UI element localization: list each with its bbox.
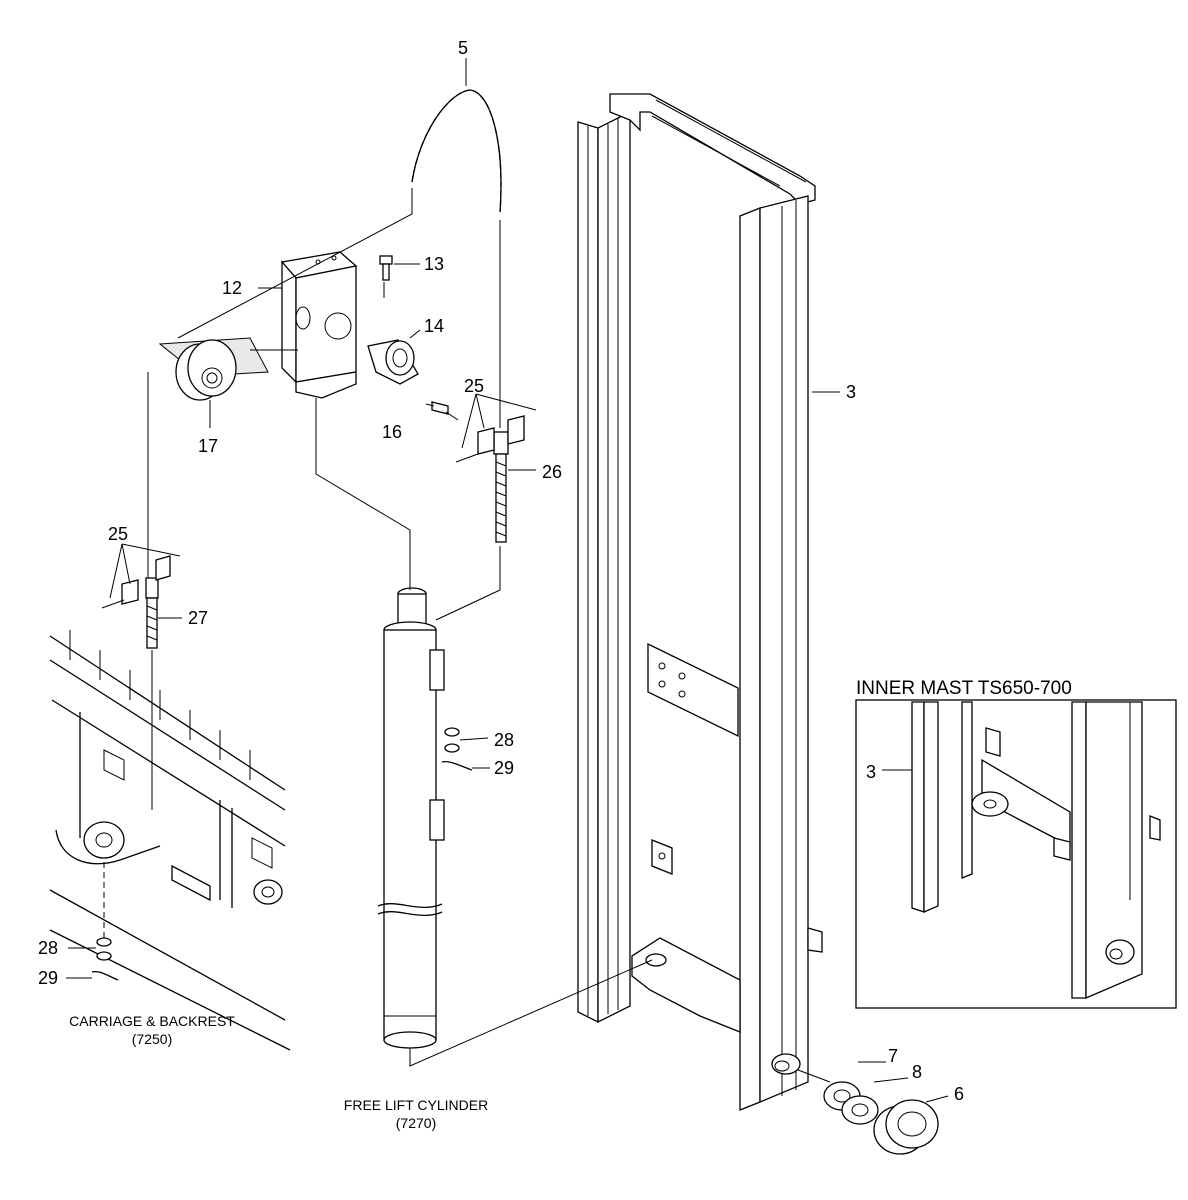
leader-lines [66, 58, 949, 1103]
callout-6: 6 [954, 1084, 964, 1104]
bolt-13 [379, 255, 393, 281]
bolt-16 [425, 401, 449, 415]
callout-29-upper: 29 [494, 758, 514, 778]
inset-title: INNER MAST TS650-700 [856, 678, 1072, 699]
callout-16: 16 [382, 422, 402, 442]
callout-12: 12 [222, 278, 242, 298]
callout-17: 17 [198, 436, 218, 456]
bearing-6 [873, 1099, 939, 1155]
callout-28-lower: 28 [38, 938, 58, 958]
carriage-caption-line2: (7250) [132, 1031, 172, 1047]
callout-14: 14 [424, 316, 444, 336]
callout-13: 13 [424, 254, 444, 274]
anchor-bolt-26 [455, 415, 525, 543]
carriage-backrest [49, 630, 291, 1051]
callout-3: 3 [846, 382, 856, 402]
cylinder-caption-line1: FREE LIFT CYLINDER [344, 1097, 488, 1113]
sheave-17 [158, 337, 269, 401]
callout-26: 26 [542, 462, 562, 482]
chain-5 [411, 89, 502, 213]
carriage-caption-line1: CARRIAGE & BACKREST [69, 1013, 235, 1029]
cotter-pin-29-lower [91, 970, 119, 981]
anchor-bolt-27 [101, 555, 171, 649]
free-lift-cylinder [377, 587, 445, 1049]
callout-25-upper: 25 [464, 376, 484, 396]
nuts-28-upper [444, 727, 460, 753]
callout-28-upper: 28 [494, 730, 514, 750]
pin-14 [367, 339, 419, 385]
routing-lines [103, 188, 653, 1067]
callout-29-lower: 29 [38, 968, 58, 988]
cotter-pin-29-upper [441, 760, 473, 771]
callout-27: 27 [188, 608, 208, 628]
washer-8 [841, 1095, 879, 1125]
callout-25-lower: 25 [108, 524, 128, 544]
inner-mast [577, 93, 831, 1111]
nuts-28-lower [96, 937, 112, 961]
callout-3-inset: 3 [866, 762, 876, 782]
callout-5: 5 [458, 38, 468, 58]
inset-inner-mast [855, 699, 1177, 1009]
callout-8: 8 [912, 1062, 922, 1082]
cylinder-caption-line2: (7270) [396, 1115, 436, 1131]
callout-7: 7 [888, 1046, 898, 1066]
chain-anchor-block-12 [280, 251, 358, 399]
